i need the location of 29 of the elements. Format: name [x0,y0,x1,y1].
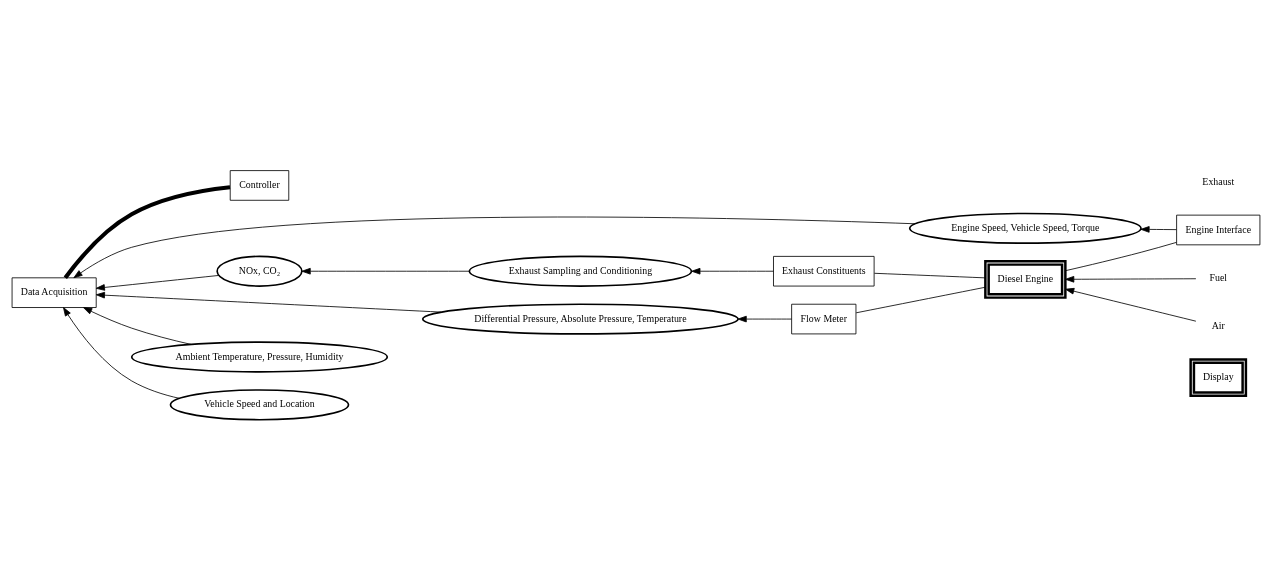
label: Exhaust [1202,175,1235,187]
arrow [1065,275,1197,283]
arrow [691,267,774,275]
node-text: Fuel [1209,271,1228,283]
connector [63,184,231,279]
arrow [301,267,470,275]
node-text: Air [1211,319,1225,331]
node-box: Controller [229,169,290,201]
node-ellipse: NOx, CO₂ [216,255,303,287]
arrow [63,306,180,399]
node-ellipse: Vehicle Speed and Location [169,388,350,421]
arrow [95,274,220,291]
connector [855,286,986,313]
node-box: Engine Interface [1176,214,1261,245]
node-box: Flow Meter [791,303,857,334]
node-ellipse: Ambient Temperature, Pressure, Humidity [130,340,389,373]
connector [874,272,986,278]
connector [1065,241,1177,271]
node-ellipse: Exhaust Sampling and Conditioning [468,255,693,287]
arrow [73,216,916,278]
arrow [83,306,192,345]
node-ellipse: Engine Speed, Vehicle Speed, Torque [908,212,1142,244]
arrow [95,291,442,312]
node-ellipse: Differential Pressure, Absolute Pressure, Temperature [421,302,739,335]
arrow [1065,287,1197,322]
node-box: Data Acquisition [11,276,97,308]
node-box: Exhaust Constituents [773,255,875,286]
arrow [737,315,793,322]
arrow [1140,225,1177,233]
